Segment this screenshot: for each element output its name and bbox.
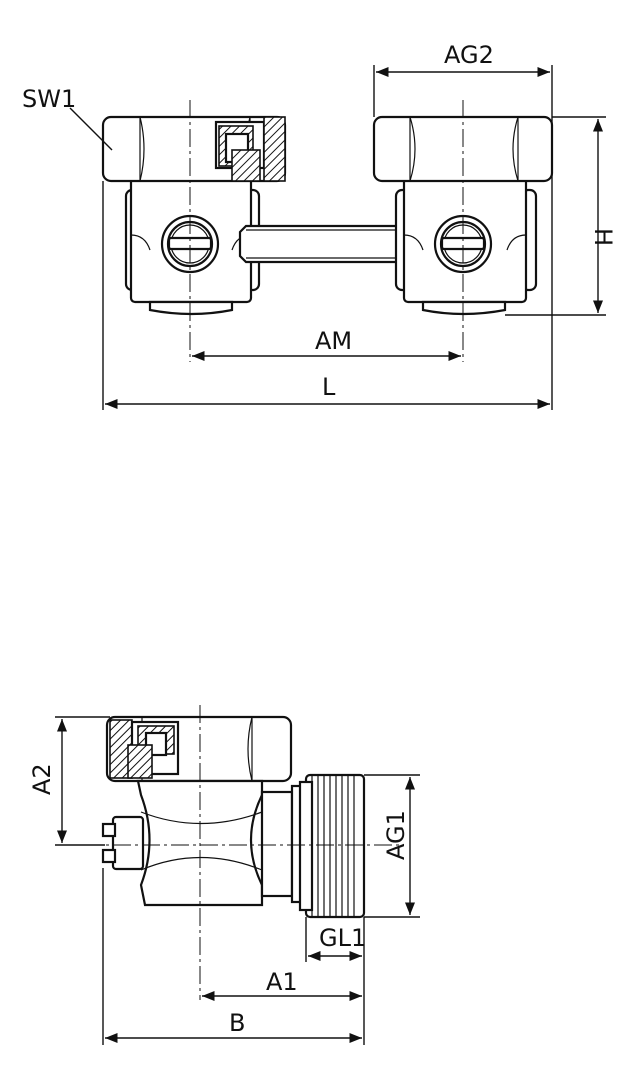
right-valve-body bbox=[394, 176, 538, 316]
left-nut bbox=[101, 115, 287, 183]
label-sw1: SW1 bbox=[22, 85, 76, 113]
label-ag2: AG2 bbox=[444, 41, 494, 69]
label-a2: A2 bbox=[28, 763, 56, 795]
label-a1: A1 bbox=[266, 968, 298, 996]
label-am: AM bbox=[315, 327, 352, 355]
label-h: H bbox=[589, 228, 617, 246]
top-view: SW1 AG2 H AM L bbox=[22, 41, 617, 410]
right-bleed-screw bbox=[433, 214, 493, 274]
side-body bbox=[101, 779, 308, 907]
side-view: A2 AG1 GL1 A1 B bbox=[28, 705, 420, 1045]
label-gl1: GL1 bbox=[319, 924, 366, 952]
label-ag1: AG1 bbox=[382, 810, 410, 860]
connecting-pipe bbox=[238, 224, 412, 264]
left-bleed-screw bbox=[160, 214, 220, 274]
label-l: L bbox=[322, 373, 336, 401]
threaded-connector bbox=[298, 773, 366, 919]
label-b: B bbox=[229, 1009, 245, 1037]
side-nut bbox=[105, 715, 293, 783]
